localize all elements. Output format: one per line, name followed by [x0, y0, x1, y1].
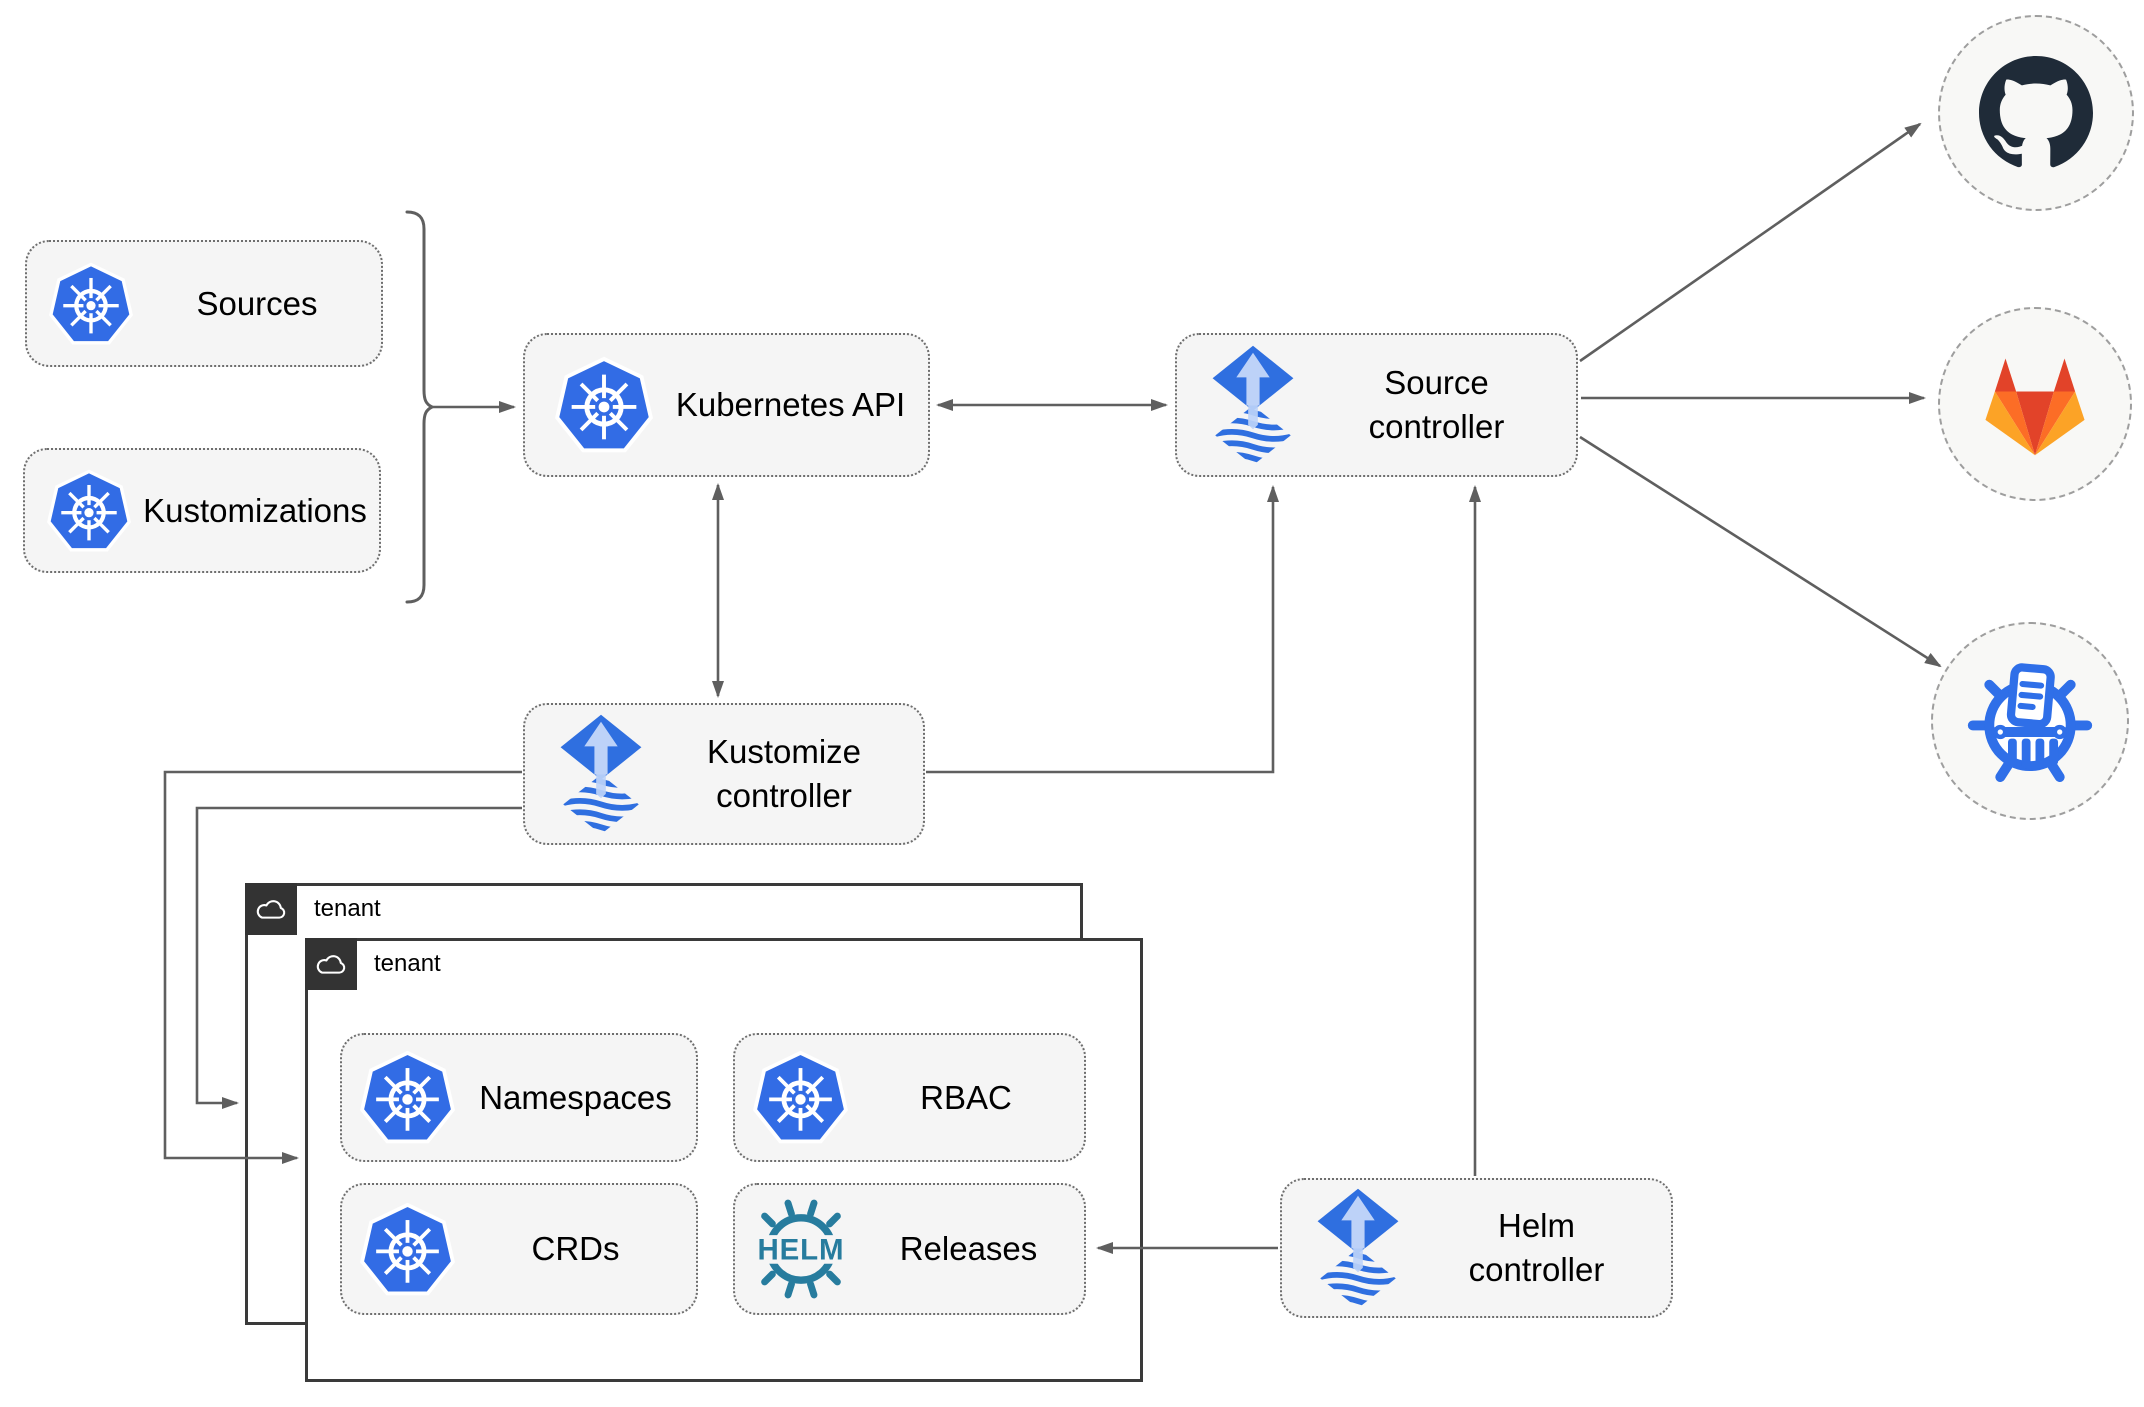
flux-icon: [1209, 344, 1297, 467]
node-label-line1: Helm: [1497, 1207, 1575, 1245]
cloud-icon: [254, 897, 288, 921]
node-label: Kustomizations: [143, 491, 367, 529]
node-kustomize-controller: Kustomize controller: [523, 703, 925, 845]
node-label-line2: controller: [1468, 1251, 1605, 1288]
edge-kustomize-source: [926, 485, 1279, 774]
node-sources: Sources: [25, 240, 383, 367]
kubernetes-icon: [360, 1202, 455, 1297]
kubernetes-icon: [47, 469, 131, 553]
tenant-tab: [245, 883, 297, 935]
github-icon: [1979, 56, 2093, 170]
edge-source-helmrepo: [1579, 435, 1942, 668]
node-source-controller: Source controller: [1175, 333, 1578, 477]
node-kustomizations: Kustomizations: [23, 448, 381, 573]
node-rbac: RBAC: [733, 1033, 1086, 1162]
cloud-icon: [314, 952, 348, 976]
helm-logo-icon: HELM: [749, 1199, 853, 1299]
kubernetes-icon: [360, 1050, 455, 1145]
node-label: Namespaces: [479, 1078, 672, 1116]
tenant-label: tenant: [374, 950, 441, 977]
helm-repository-circle: [1931, 622, 2129, 820]
helm-logo-text: HELM: [758, 1233, 845, 1266]
chartmuseum-icon: [1964, 655, 2096, 787]
tenant-tab: [305, 938, 357, 990]
gitlab-circle: [1938, 307, 2132, 501]
flux-icon: [1314, 1187, 1402, 1310]
gitlab-icon: [1976, 349, 2094, 460]
node-label: Source controller: [1297, 361, 1576, 448]
node-label: Helm controller: [1402, 1204, 1671, 1291]
node-label-line1: Kustomize: [706, 733, 862, 771]
node-crds: CRDs: [340, 1183, 698, 1315]
node-label-line2: controller: [716, 777, 852, 814]
kubernetes-icon: [555, 356, 653, 454]
edge-source-github: [1579, 122, 1922, 363]
node-releases: HELM Releases: [733, 1183, 1086, 1315]
github-circle: [1938, 15, 2134, 211]
node-label: Releases: [899, 1230, 1038, 1268]
flux-icon: [557, 713, 645, 836]
kubernetes-icon: [753, 1050, 848, 1145]
node-label: CRDs: [531, 1230, 620, 1268]
node-label-line1: Source: [1384, 364, 1489, 402]
node-namespaces: Namespaces: [340, 1033, 698, 1162]
node-label: Kubernetes API: [675, 386, 906, 424]
node-helm-controller: Helm controller: [1280, 1178, 1673, 1318]
node-kubernetes-api: Kubernetes API: [523, 333, 930, 477]
node-label-line2: controller: [1368, 408, 1505, 445]
node-label: RBAC: [920, 1078, 1012, 1116]
group-brace: [405, 210, 436, 604]
kubernetes-icon: [49, 262, 133, 346]
node-label: Sources: [196, 284, 318, 322]
tenant-label: tenant: [314, 895, 381, 922]
node-label: Kustomize controller: [645, 730, 923, 817]
